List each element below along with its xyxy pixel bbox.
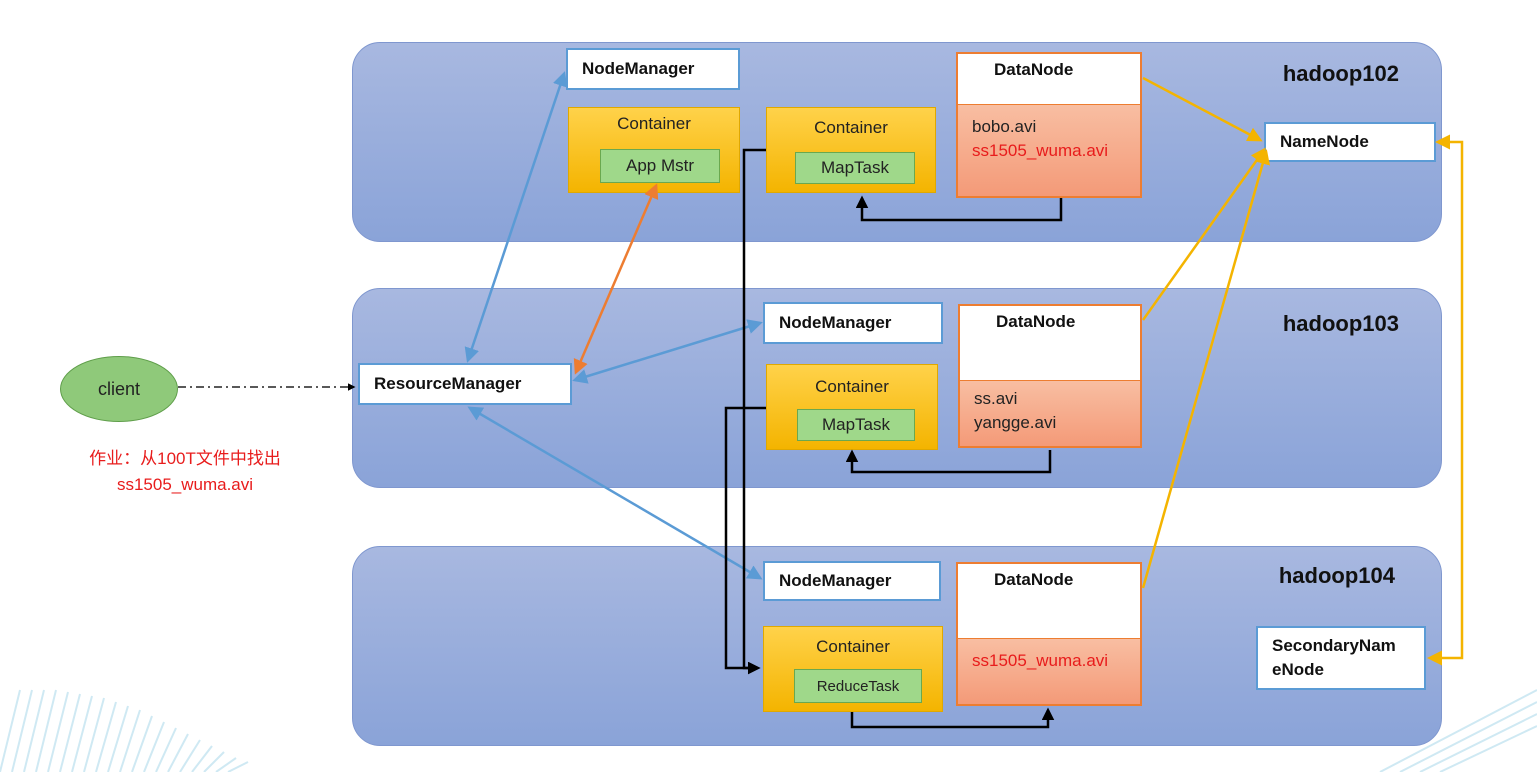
host-title: hadoop103 [1282, 311, 1399, 336]
container-label: Container [814, 118, 888, 137]
container-app-master[interactable]: Container App Mstr [568, 107, 740, 193]
map-task-hadoop103[interactable]: MapTask [797, 409, 915, 441]
node-manager-hadoop103[interactable]: NodeManager [763, 302, 943, 344]
map-task-label: MapTask [820, 158, 890, 177]
datanode-files: ss1505_wuma.avi [958, 638, 1140, 704]
rm-nm102-arrow [464, 71, 568, 363]
datanode-hadoop103[interactable]: DataNode ss.avi yangge.avi [958, 304, 1142, 448]
map-task-label: MapTask [821, 415, 891, 434]
task-note: 作业：从100T文件中找出 ss1505_wuma.avi [60, 446, 310, 498]
task-note-line-2: ss1505_wuma.avi [116, 475, 254, 494]
dn103-maptask103-flow [845, 449, 1052, 474]
name-node[interactable]: NameNode [1264, 122, 1436, 162]
container-label: Container [816, 637, 890, 656]
node-manager-label: NodeManager [779, 313, 892, 332]
map-task-hadoop102[interactable]: MapTask [795, 152, 915, 184]
maptask103-reduce-flow [724, 406, 766, 675]
container-map-task-hadoop103[interactable]: Container MapTask [766, 364, 938, 450]
secondary-name-node-label-1: SecondaryNam [1272, 636, 1396, 655]
task-note-line-1: 作业：从100T文件中找出 [89, 449, 281, 468]
dn104-nn-arrow [1141, 149, 1270, 589]
secondary-name-node[interactable]: SecondaryNam eNode [1256, 626, 1426, 690]
am-rm-arrow [573, 183, 659, 375]
datanode-files: bobo.avi ss1505_wuma.avi [958, 104, 1140, 196]
reduce-task-label: ReduceTask [816, 677, 900, 695]
app-master-label: App Mstr [625, 156, 695, 175]
app-master-task[interactable]: App Mstr [600, 149, 720, 183]
container-reduce-task[interactable]: Container ReduceTask [763, 626, 943, 712]
file-item-target: ss1505_wuma.avi [972, 141, 1109, 160]
datanode-label: DataNode [994, 570, 1074, 589]
rm-nm104-arrow [467, 406, 763, 580]
file-item: yangge.avi [974, 413, 1057, 432]
node-manager-label: NodeManager [779, 571, 892, 590]
host-title: hadoop104 [1278, 563, 1395, 588]
client-node[interactable]: client [60, 356, 178, 422]
dn103-nn-arrow [1141, 147, 1266, 321]
secondary-name-node-label-2: eNode [1272, 660, 1324, 679]
datanode-hadoop104[interactable]: DataNode ss1505_wuma.avi [956, 562, 1142, 706]
dn102-maptask102-flow [855, 195, 1063, 222]
reduce-dn104-flow [850, 707, 1055, 729]
nn-snn-arrow [1427, 134, 1464, 666]
container-map-task-hadoop102[interactable]: Container MapTask [766, 107, 936, 193]
reduce-task-hadoop104[interactable]: ReduceTask [794, 669, 922, 703]
datanode-files: ss.avi yangge.avi [960, 380, 1140, 446]
resource-manager-label: ResourceManager [374, 374, 522, 393]
node-manager-hadoop104[interactable]: NodeManager [763, 561, 941, 601]
resource-manager[interactable]: ResourceManager [358, 363, 572, 405]
name-node-label: NameNode [1280, 132, 1369, 151]
dn102-nn-arrow [1142, 76, 1263, 142]
datanode-hadoop102[interactable]: DataNode bobo.avi ss1505_wuma.avi [956, 52, 1142, 198]
file-item: bobo.avi [972, 117, 1037, 136]
host-title: hadoop102 [1282, 61, 1399, 86]
file-item-target: ss1505_wuma.avi [972, 651, 1109, 670]
rm-nm103-arrow [572, 319, 763, 384]
node-manager-hadoop102[interactable]: NodeManager [566, 48, 740, 90]
container-label: Container [815, 377, 889, 396]
container-label: Container [617, 114, 691, 133]
datanode-label: DataNode [996, 312, 1076, 331]
file-item: ss.avi [974, 389, 1018, 408]
node-manager-label: NodeManager [582, 59, 695, 78]
datanode-label: DataNode [994, 60, 1074, 79]
client-label: client [97, 378, 141, 399]
